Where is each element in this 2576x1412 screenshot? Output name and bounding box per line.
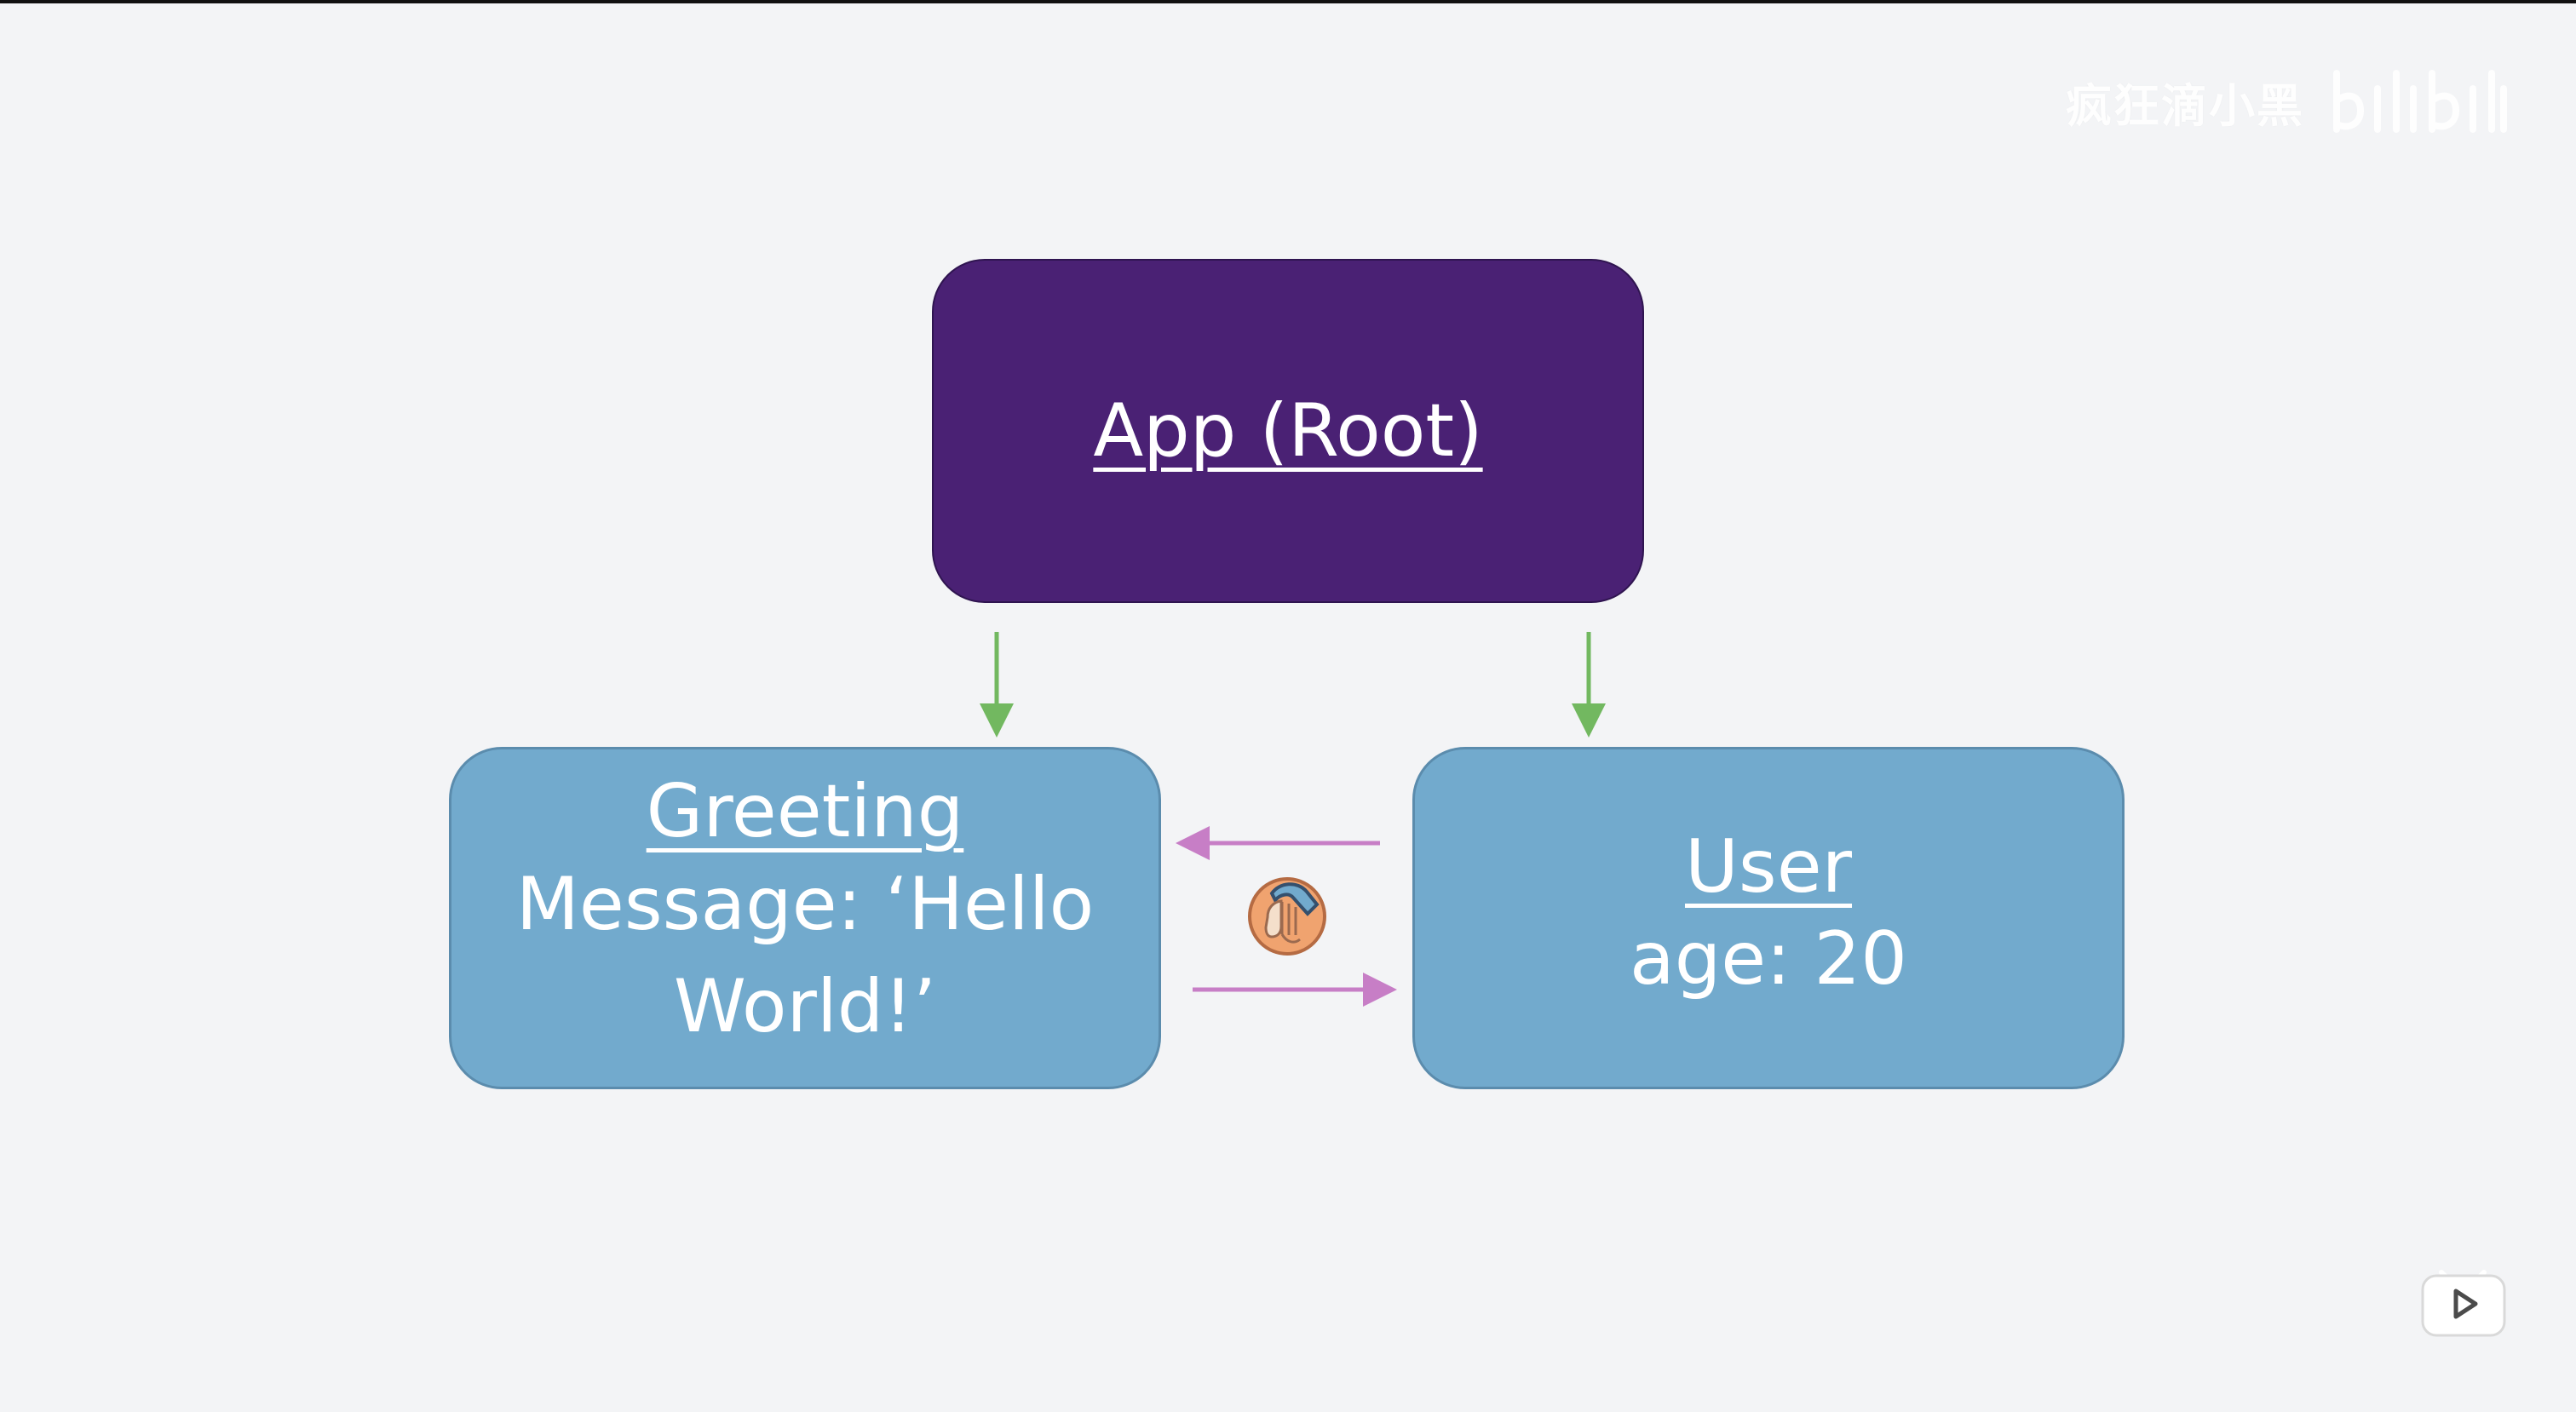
raised-hand-in-bandage-icon <box>1248 877 1326 956</box>
node-greeting-line-2: World!’ <box>673 964 937 1050</box>
node-user: User age: 20 <box>1412 747 2125 1089</box>
node-user-line-1: age: 20 <box>1630 916 1907 1002</box>
node-app-root: App (Root) <box>932 259 1644 603</box>
watermark-text: 疯狂滴小黑 <box>2066 78 2304 133</box>
node-greeting: Greeting Message: ‘Hello World!’ <box>449 747 1161 1089</box>
diagram-edges <box>980 632 1606 1007</box>
video-play-icon <box>2421 1270 2506 1337</box>
node-greeting-line-1: Message: ‘Hello <box>515 861 1095 947</box>
node-user-title: User <box>1684 824 1853 910</box>
node-greeting-content: Greeting Message: ‘Hello World!’ <box>516 771 1095 1058</box>
node-app-title: App (Root) <box>1093 387 1483 474</box>
watermark: 疯狂滴小黑 <box>2066 65 2514 138</box>
node-greeting-title: Greeting <box>646 769 964 855</box>
bilibili-logo <box>2333 70 2507 133</box>
